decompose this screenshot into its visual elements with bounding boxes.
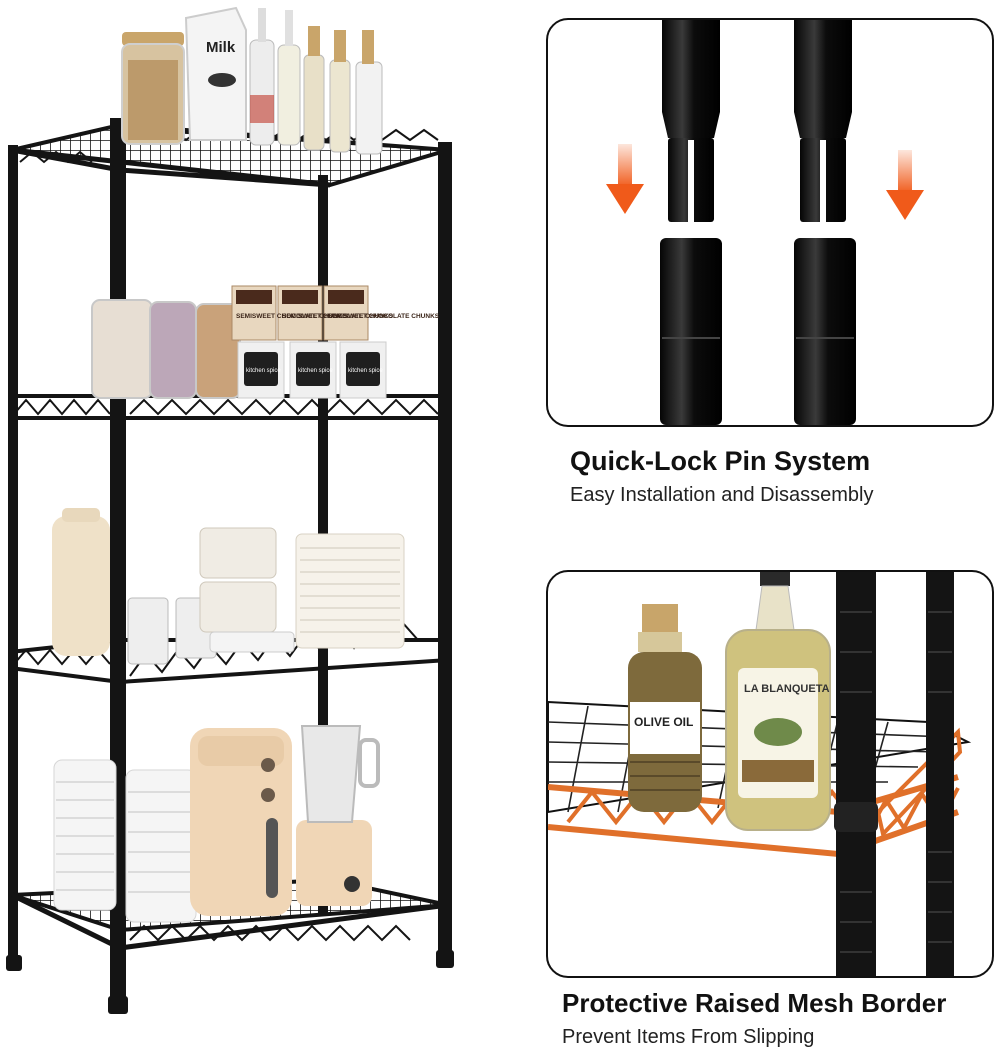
milk-carton: Milk (184, 6, 247, 141)
lower-tube-right (794, 238, 856, 425)
shelf-2 (8, 394, 450, 420)
olive-oil-bottle-small: OLIVE OIL (628, 604, 702, 812)
svg-text:SEMISWEET CHOCOLATE CHUNKS: SEMISWEET CHOCOLATE CHUNKS (282, 313, 394, 320)
olive-oil-small-label: OLIVE OIL (634, 715, 693, 729)
chocolate-boxes: SEMISWEET CHOCOLATE CHUNKS SEMISWEET CHO… (231, 285, 440, 341)
feature-subtitle-mesh-border: Prevent Items From Slipping (562, 1026, 815, 1048)
oil-bottles (249, 8, 383, 155)
arrow-down-icon-left (606, 144, 644, 214)
shelving-unit-illustration: Milk SEMISWEET CHOCOLATE CHUNKS SEMISWEE… (6, 6, 454, 1014)
svg-text:kitchen spice: kitchen spice (246, 368, 281, 374)
svg-text:kitchen spice: kitchen spice (298, 368, 333, 374)
upper-tube-right (794, 20, 852, 222)
quick-lock-pin-illustration (606, 20, 924, 425)
svg-text:SEMISWEET CHOCOLATE CHUNKS: SEMISWEET CHOCOLATE CHUNKS (236, 313, 348, 320)
upper-tube-left (662, 20, 720, 222)
raised-mesh-border-illustration: OLIVE OIL LA BLANQUETA (548, 572, 972, 976)
glass-jars-shelf2 (91, 299, 241, 399)
milk-label: Milk (206, 39, 236, 56)
front-post-right (436, 142, 454, 968)
olive-oil-bottle-large: LA BLANQUETA (725, 572, 831, 831)
feature-subtitle-quick-lock: Easy Installation and Disassembly (570, 484, 874, 506)
steamer-pot (199, 527, 295, 653)
post-rear (926, 572, 954, 976)
lower-tube-left (660, 238, 722, 425)
beige-container (52, 508, 110, 656)
quick-lock-panel (546, 18, 994, 427)
svg-text:SEMISWEET CHOCOLATE CHUNKS: SEMISWEET CHOCOLATE CHUNKS (328, 313, 440, 320)
mesh-border-panel: OLIVE OIL LA BLANQUETA (546, 570, 994, 978)
olive-oil-large-label: LA BLANQUETA (744, 683, 830, 695)
spice-jars: kitchen spice kitchen spice kitchen spic… (237, 341, 387, 399)
air-fryer (190, 728, 292, 916)
post-front (834, 572, 878, 976)
glass-jar-grains (121, 32, 185, 145)
blender (296, 725, 380, 906)
svg-text:kitchen spice: kitchen spice (348, 368, 383, 374)
rear-post-left (8, 145, 18, 965)
arrow-down-icon-right (886, 150, 924, 220)
feature-title-quick-lock: Quick-Lock Pin System (570, 446, 871, 476)
plate-stack (295, 533, 405, 649)
bowl-stack (53, 759, 197, 923)
feature-title-mesh-border: Protective Raised Mesh Border (562, 988, 947, 1018)
